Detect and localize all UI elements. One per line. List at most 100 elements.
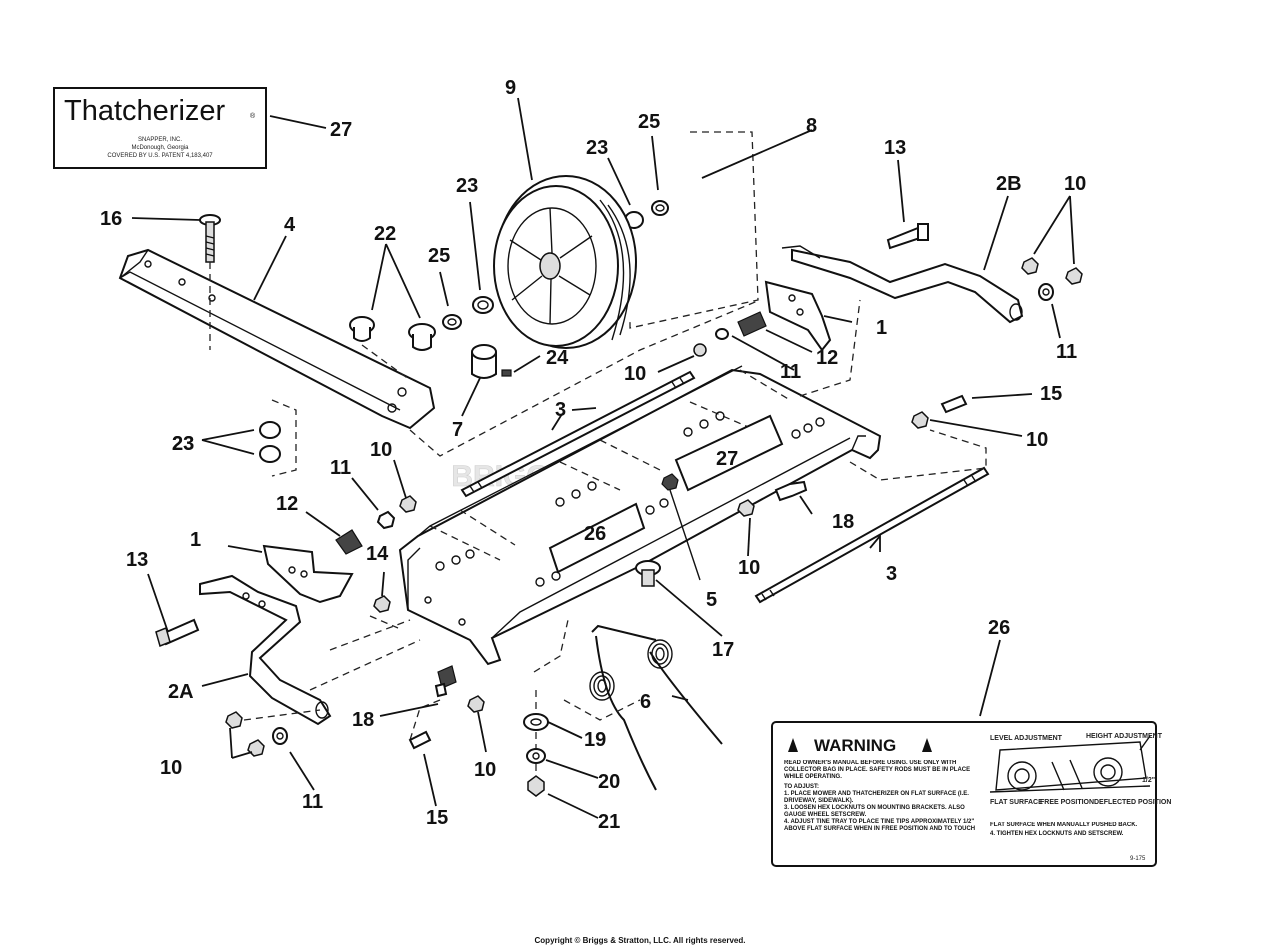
warning-heading: WARNING xyxy=(814,736,896,755)
hardware-19-20-21 xyxy=(523,690,549,797)
callout-2a: 2A xyxy=(168,681,194,703)
thatcherizer-decal: Thatcherizer ® SNAPPER, INC. McDonough, … xyxy=(53,87,267,169)
warning-right-step: 4. TIGHTEN HEX LOCKNUTS AND SETSCREW. xyxy=(990,831,1124,837)
callout-3-upper: 3 xyxy=(555,399,566,421)
wheel-9 xyxy=(493,175,637,349)
callout-26-tray: 26 xyxy=(584,523,606,545)
label-flat-surface: FLAT SURFACE xyxy=(990,799,1043,806)
callout-11-left-bottom: 11 xyxy=(302,791,323,813)
callout-10-top-right: 10 xyxy=(1064,173,1086,195)
nuts-10-11-left xyxy=(225,711,288,757)
bracket-2b xyxy=(781,245,1024,324)
callout-13-right: 13 xyxy=(884,137,906,159)
callout-18-right: 18 xyxy=(832,511,854,533)
bracket-1-left xyxy=(262,544,354,604)
callout-12-left: 12 xyxy=(276,493,298,515)
callout-1-left: 1 xyxy=(190,529,201,551)
callout-10-mid: 10 xyxy=(624,363,646,385)
callout-25-mid: 25 xyxy=(428,245,450,267)
callout-10-lower: 10 xyxy=(474,759,496,781)
warning-step-4: 4. ADJUST TINE TRAY TO PLACE TINE TIPS A… xyxy=(784,819,976,832)
label-deflected-position: DEFLECTED POSITION xyxy=(1094,799,1171,806)
callout-2b: 2B xyxy=(996,173,1022,195)
warning-step-1: 1. PLACE MOWER AND THATCHERIZER ON FLAT … xyxy=(784,791,969,804)
callout-13-left: 13 xyxy=(126,549,148,571)
callout-10-right: 10 xyxy=(1026,429,1048,451)
arm-4 xyxy=(118,248,436,430)
callout-23-mid: 23 xyxy=(456,175,478,197)
decal-27-on-tray xyxy=(674,414,784,492)
callout-27-tray: 27 xyxy=(716,448,738,470)
callout-5: 5 xyxy=(706,589,717,611)
callout-23-left: 23 xyxy=(172,433,194,455)
callout-7: 7 xyxy=(452,419,463,441)
tine-springs-6 xyxy=(533,619,723,791)
label-height-adjustment: HEIGHT ADJUSTMENT xyxy=(1086,733,1163,740)
warning-right-note: FLAT SURFACE WHEN MANUALLY PUSHED BACK. xyxy=(990,822,1138,828)
washers-25-23 xyxy=(442,200,669,330)
decal-line-3: COVERED BY U.S. PATENT 4,183,407 xyxy=(107,153,213,159)
callout-11-mid: 11 xyxy=(780,361,801,383)
decal-line-1: SNAPPER, INC. xyxy=(138,137,182,143)
label-free-position: FREE POSITION xyxy=(1040,799,1094,806)
assembly-paths xyxy=(243,299,861,721)
callout-27-top: 27 xyxy=(330,119,352,141)
bolt-13-left xyxy=(155,618,200,648)
warning-triangle-icon-left xyxy=(788,738,798,752)
callout-24: 24 xyxy=(546,347,569,369)
warning-triangle-icon-right xyxy=(922,738,932,752)
nut-14 xyxy=(369,595,399,629)
warning-part-code: 9-175 xyxy=(1130,856,1146,862)
callout-15-left: 15 xyxy=(426,807,448,829)
callout-4: 4 xyxy=(284,214,296,236)
pin-15-right xyxy=(911,394,968,429)
pins-22 xyxy=(349,316,436,381)
warning-decal: WARNING READ OWNER'S MANUAL BEFORE USING… xyxy=(771,721,1171,867)
callout-11-right: 11 xyxy=(1056,341,1077,363)
nuts-10-11-right xyxy=(1021,257,1083,301)
bolt-18-right xyxy=(737,480,808,517)
callout-19: 19 xyxy=(584,729,606,751)
warning-step-3: 3. LOOSEN HEX LOCKNUTS ON MOUNTING BRACK… xyxy=(784,805,965,818)
leader-lines xyxy=(131,97,1075,819)
callout-10-left-bottom: 10 xyxy=(160,757,182,779)
callout-23-top: 23 xyxy=(586,137,608,159)
callout-18-left: 18 xyxy=(352,709,374,731)
callout-10-tray: 10 xyxy=(738,557,760,579)
copyright-notice: Copyright © Briggs & Stratton, LLC. All … xyxy=(534,936,746,945)
spacer-7 xyxy=(471,344,512,379)
bolt-13-right xyxy=(886,223,929,250)
callout-26-decal: 26 xyxy=(988,617,1010,639)
decal-line-2: McDonough, Georgia xyxy=(131,145,189,151)
callout-14: 14 xyxy=(366,543,389,565)
callout-23-left-dup: 23 xyxy=(172,433,194,455)
callout-10-left-top: 10 xyxy=(370,439,392,461)
callout-12-right: 12 xyxy=(816,347,838,369)
callout-22: 22 xyxy=(374,223,396,245)
bolt-17 xyxy=(635,560,661,587)
warning-to-adjust: TO ADJUST: xyxy=(784,784,820,790)
warning-intro: READ OWNER'S MANUAL BEFORE USING. USE ON… xyxy=(784,760,971,780)
pin-15-left xyxy=(408,695,485,750)
decal-26-on-tray xyxy=(548,502,646,574)
callout-11-left-top: 11 xyxy=(330,457,351,479)
callout-3-lower: 3 xyxy=(886,563,897,585)
callout-20: 20 xyxy=(598,771,620,793)
callout-15-right: 15 xyxy=(1040,383,1062,405)
rod-3-upper xyxy=(460,370,696,498)
label-level-adjustment: LEVEL ADJUSTMENT xyxy=(990,735,1063,742)
callout-9: 9 xyxy=(505,77,516,99)
bolt-5 xyxy=(661,473,701,581)
bolt-18-left xyxy=(409,665,457,741)
nuts-23-left xyxy=(259,421,281,463)
rod-3-lower xyxy=(754,429,990,604)
callout-labels: 27 9 25 23 8 13 2B 10 16 4 22 25 23 23 1… xyxy=(100,77,1086,833)
handle-8 xyxy=(629,131,759,329)
spring-12-right xyxy=(693,311,767,357)
warning-mower-sketch xyxy=(989,735,1151,793)
bracket-1-right xyxy=(764,280,832,352)
callout-16: 16 xyxy=(100,208,122,230)
bolt-16 xyxy=(199,214,221,350)
registered-mark: ® xyxy=(250,112,256,120)
